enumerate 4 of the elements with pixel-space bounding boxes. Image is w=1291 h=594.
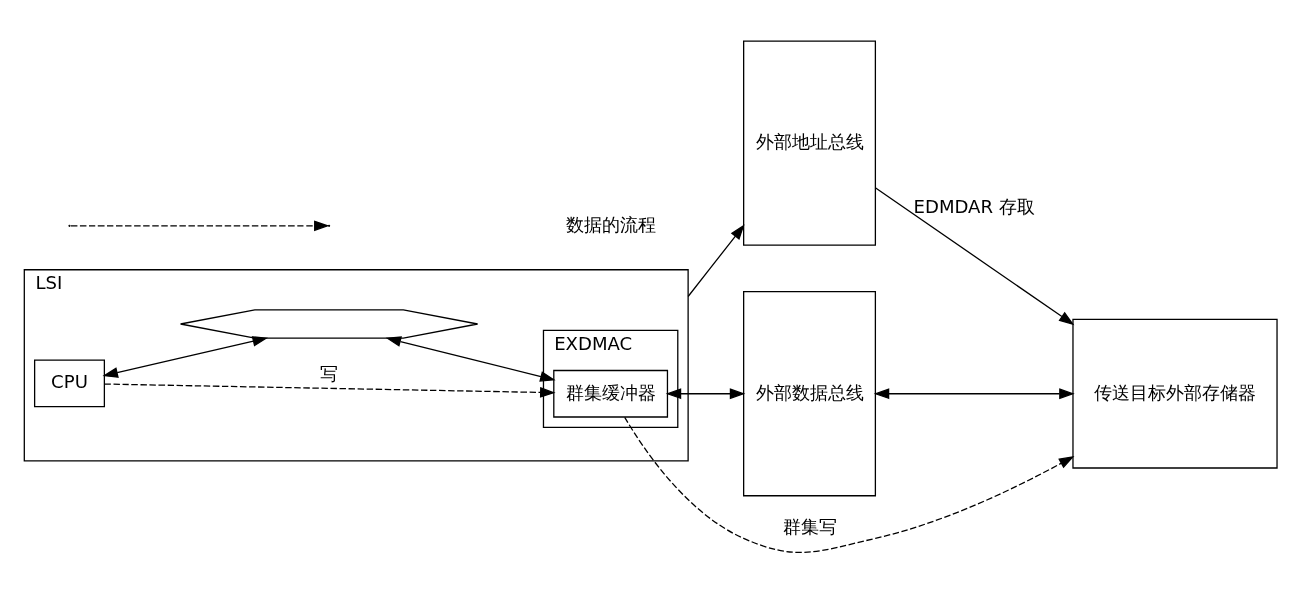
edge-label: 写 bbox=[320, 362, 339, 384]
legend-label: 数据的流程 bbox=[565, 213, 656, 235]
edge-label: 群集写 bbox=[782, 516, 837, 538]
edge-label: EDMDAR 存取 bbox=[913, 196, 1035, 218]
